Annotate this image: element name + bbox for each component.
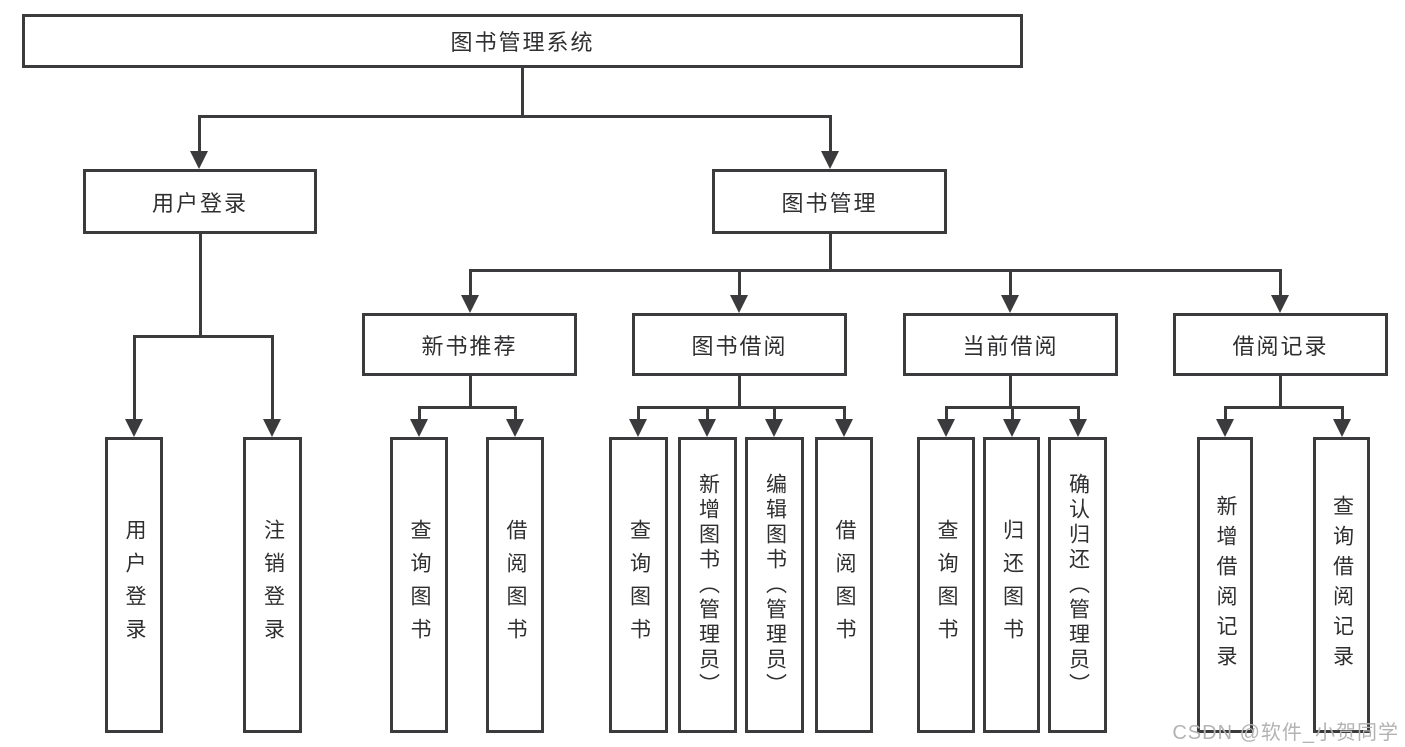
leaf-return-book-label: 归还图书: [1000, 519, 1024, 651]
connector-leaf-stem: [843, 406, 846, 421]
connector-leaf-stem: [637, 406, 640, 421]
arrow-down-icon: [461, 295, 479, 313]
leaf-user-login: 用户登录: [105, 437, 163, 733]
node-book-borrow: 图书借阅: [632, 313, 847, 376]
connector-login-rail: [133, 335, 273, 338]
node-borrow-records: 借阅记录: [1173, 313, 1388, 376]
leaf-confirm-return-admin-label: 确认归还（管理员）: [1066, 472, 1090, 698]
arrow-down-icon: [125, 419, 143, 437]
leaf-query-borrow-record: 查询借阅记录: [1313, 437, 1370, 733]
arrow-down-icon: [765, 419, 783, 437]
arrow-down-icon: [1003, 419, 1021, 437]
node-current-borrow-label: 当前借阅: [962, 333, 1059, 359]
connector-mgmt-rail: [469, 269, 1281, 272]
node-user-login: 用户登录: [83, 169, 317, 234]
leaf-user-login-label: 用户登录: [123, 519, 146, 651]
connector-root-rail: [198, 115, 832, 118]
connector-leaf-stem: [514, 406, 517, 421]
arrow-down-icon: [835, 419, 853, 437]
arrow-down-icon: [698, 419, 716, 437]
connector-recommend-down: [469, 376, 472, 407]
leaf-query-books-label: 查询图书: [408, 519, 431, 651]
arrow-down-icon: [263, 419, 281, 437]
connector-recommend-rail: [418, 406, 516, 409]
leaf-query-books: 查询图书: [390, 437, 448, 733]
node-book-management-label: 图书管理: [781, 190, 878, 216]
leaf-query-borrow-record-label: 查询借阅记录: [1330, 495, 1354, 675]
connector-records-rail: [1224, 406, 1343, 409]
leaf-return-book: 归还图书: [983, 437, 1040, 733]
leaf-query-books: 查询图书: [917, 437, 975, 733]
connector-borrow-stem: [738, 269, 741, 297]
arrow-down-icon: [1069, 419, 1087, 437]
node-borrow-records-label: 借阅记录: [1232, 333, 1329, 359]
leaf-confirm-return-admin: 确认归还（管理员）: [1048, 437, 1107, 733]
leaf-borrow-books-label: 借阅图书: [504, 519, 527, 651]
node-root-label: 图书管理系统: [450, 30, 595, 55]
connector-records-down: [1279, 376, 1282, 407]
arrow-down-icon: [1333, 419, 1351, 437]
leaf-add-book-admin-label: 新增图书（管理员）: [696, 472, 720, 698]
connector-leaf-stem: [1341, 406, 1344, 421]
arrow-down-icon: [937, 419, 955, 437]
arrow-down-icon: [730, 295, 748, 313]
leaf-edit-book-admin-label: 编辑图书（管理员）: [763, 472, 787, 698]
connector-current-down: [1009, 376, 1012, 407]
leaf-borrow-books-label: 借阅图书: [833, 519, 856, 651]
leaf-borrow-books: 借阅图书: [486, 437, 544, 733]
arrow-down-icon: [1271, 295, 1289, 313]
csdn-watermark: CSDN @软件_小贺同学: [1172, 722, 1399, 744]
connector-leaf-stem: [945, 406, 948, 421]
connector-login-stem: [198, 115, 201, 153]
leaf-query-books-label: 查询图书: [935, 519, 958, 651]
leaf-logout-label: 注销登录: [261, 519, 285, 651]
arrow-down-icon: [1001, 295, 1019, 313]
connector-leaf-stem: [706, 406, 709, 421]
connector-leaf-stem: [773, 406, 776, 421]
node-new-book-recommend: 新书推荐: [362, 313, 577, 376]
leaf-query-books: 查询图书: [609, 437, 668, 733]
connector-root-stem: [521, 68, 524, 116]
connector-mgmt-stem: [829, 115, 832, 153]
connector-login-leaf1-stem: [133, 335, 136, 420]
connector-recommend-stem: [469, 269, 472, 297]
leaf-query-books-label: 查询图书: [627, 519, 651, 651]
connector-login-leaf2-stem: [271, 335, 274, 420]
arrow-down-icon: [629, 419, 647, 437]
arrow-down-icon: [410, 419, 428, 437]
connector-leaf-stem: [1077, 406, 1080, 421]
arrow-down-icon: [1216, 419, 1234, 437]
node-book-borrow-label: 图书借阅: [691, 333, 788, 359]
connector-mgmt-down: [829, 234, 832, 271]
node-current-borrow: 当前借阅: [903, 313, 1118, 376]
connector-leaf-stem: [1224, 406, 1227, 421]
connector-leaf-stem: [1011, 406, 1014, 421]
connector-login-down: [199, 234, 202, 337]
arrow-down-icon: [506, 419, 524, 437]
connector-records-stem: [1279, 269, 1282, 297]
leaf-borrow-books: 借阅图书: [815, 437, 873, 733]
connector-leaf-stem: [418, 406, 421, 421]
node-new-book-recommend-label: 新书推荐: [421, 333, 518, 359]
leaf-add-book-admin: 新增图书（管理员）: [678, 437, 737, 733]
arrow-down-icon: [190, 151, 208, 169]
node-root: 图书管理系统: [22, 14, 1023, 68]
arrow-down-icon: [821, 151, 839, 169]
connector-borrow-rail: [637, 406, 845, 409]
connector-borrow-down: [738, 376, 741, 407]
node-book-management: 图书管理: [712, 169, 947, 234]
node-user-login-label: 用户登录: [151, 190, 248, 216]
connector-current-stem: [1009, 269, 1012, 297]
leaf-add-borrow-record: 新增借阅记录: [1197, 437, 1253, 733]
leaf-logout: 注销登录: [243, 437, 302, 733]
leaf-add-borrow-record-label: 新增借阅记录: [1214, 495, 1237, 675]
leaf-edit-book-admin: 编辑图书（管理员）: [745, 437, 804, 733]
